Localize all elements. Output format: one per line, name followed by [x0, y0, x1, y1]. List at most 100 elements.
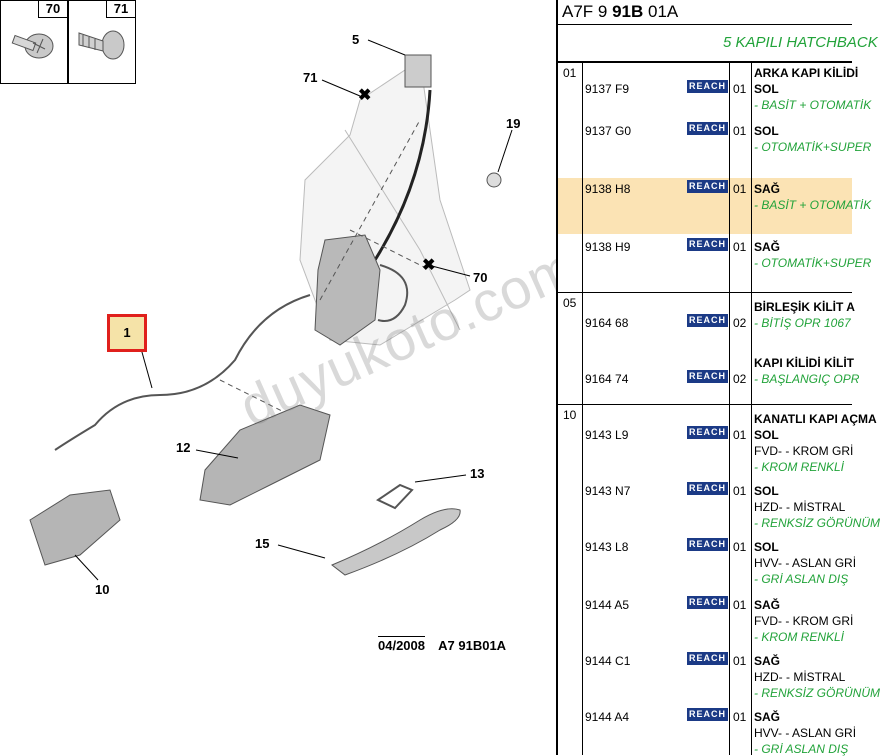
callout-71[interactable]: 71	[303, 70, 318, 85]
lock-body-shape	[314, 234, 381, 346]
part-number[interactable]: 9164 74	[585, 372, 629, 386]
part-description: - BASİT + OTOMATİK	[754, 98, 872, 112]
part-color-code: HVV- - ASLAN GRİ	[754, 556, 857, 570]
callout-12[interactable]: 12	[176, 440, 191, 455]
part-description: - BİTİŞ OPR 1067	[754, 316, 851, 330]
thumbnail-number: 71	[106, 1, 135, 18]
group-number: 01	[563, 66, 577, 80]
callout-5[interactable]: 5	[352, 32, 360, 47]
part-quantity: 01	[733, 82, 747, 96]
part-number[interactable]: 9137 G0	[585, 124, 632, 138]
part-description: - KROM RENKLİ	[754, 460, 845, 474]
part-quantity: 01	[733, 710, 747, 724]
reach-badge: REACH	[687, 426, 728, 439]
part-description: - KROM RENKLİ	[754, 630, 845, 644]
part-description: - OTOMATİK+SUPER	[754, 256, 872, 270]
part-quantity: 01	[733, 182, 747, 196]
part-description: - RENKSİZ GÖRÜNÜM	[754, 686, 880, 700]
thumbnail-number: 70	[38, 1, 67, 18]
outer-handle-part-15	[331, 508, 461, 576]
part-quantity: 01	[733, 124, 747, 138]
callout-1-highlighted[interactable]: 1	[107, 314, 147, 352]
part-quantity: 01	[733, 240, 747, 254]
part-color-code: FVD- - KROM GRİ	[754, 444, 854, 458]
part-side: SOL	[754, 82, 779, 96]
svg-text:✖: ✖	[422, 257, 435, 274]
cable-part-1	[54, 294, 311, 451]
diagram-code: A7 91B01A	[438, 638, 507, 653]
part-quantity: 01	[733, 484, 747, 498]
callout-15[interactable]: 15	[255, 536, 270, 551]
part-side: SOL	[754, 484, 779, 498]
part-group-title: KANATLI KAPI AÇMA	[754, 412, 877, 426]
part-description: - BASİT + OTOMATİK	[754, 198, 872, 212]
inner-handle-part-12	[199, 404, 331, 506]
panel-subheader: 5 KAPILI HATCHBACK	[558, 25, 878, 63]
part-number[interactable]: 9138 H8	[585, 182, 631, 196]
clip-icon	[78, 30, 125, 60]
part-number[interactable]: 9143 L8	[585, 540, 629, 554]
reach-badge: REACH	[687, 314, 728, 327]
part-number[interactable]: 9137 F9	[585, 82, 630, 96]
part-quantity: 02	[733, 372, 747, 386]
part-side: SOL	[754, 428, 779, 442]
thumbnail-70[interactable]: 70	[0, 0, 68, 84]
part-color-code: HVV- - ASLAN GRİ	[754, 726, 857, 740]
part-number[interactable]: 9138 H9	[585, 240, 631, 254]
part-number[interactable]: 9143 L9	[585, 428, 629, 442]
callout-13[interactable]: 13	[470, 466, 485, 481]
reach-badge: REACH	[687, 482, 728, 495]
part-description: - GRİ ASLAN DIŞ	[754, 742, 849, 756]
part-side: SAĞ	[754, 710, 781, 724]
group-number: 05	[563, 296, 577, 310]
reach-badge: REACH	[687, 180, 728, 193]
callout-19[interactable]: 19	[506, 116, 521, 131]
part-side: SAĞ	[754, 598, 781, 612]
part-description: - OTOMATİK+SUPER	[754, 140, 872, 154]
part-description: - GRİ ASLAN DIŞ	[754, 572, 849, 586]
part-number[interactable]: 9143 N7	[585, 484, 631, 498]
part-number[interactable]: 9164 68	[585, 316, 629, 330]
callout-10[interactable]: 10	[95, 582, 110, 597]
gasket-part-13	[375, 483, 414, 510]
part-color-code: HZD- - MİSTRAL	[754, 500, 846, 514]
screw-icon	[11, 33, 54, 59]
header-bold: 91B	[612, 2, 644, 21]
part-group-title: BİRLEŞİK KİLİT A	[754, 300, 855, 314]
group-number: 10	[563, 408, 577, 422]
part-description: - RENKSİZ GÖRÜNÜM	[754, 516, 880, 530]
parts-list-panel: A7F 9 91B 01A 5 KAPILI HATCHBACK 01 05 1…	[556, 0, 880, 756]
part-group-title: KAPI KİLİDİ KİLİT	[754, 356, 854, 370]
svg-text:✖: ✖	[358, 87, 371, 104]
part-side: SOL	[754, 540, 779, 554]
reach-badge: REACH	[687, 538, 728, 551]
reach-badge: REACH	[687, 80, 728, 93]
part-side: SOL	[754, 124, 779, 138]
reach-badge: REACH	[687, 370, 728, 383]
part-description: - BAŞLANGIÇ OPR	[754, 372, 860, 386]
thumbnail-71[interactable]: 71	[68, 0, 136, 84]
callout-70[interactable]: 70	[473, 270, 488, 285]
diagram-footer: 04/2008 A7 91B01A	[378, 636, 507, 653]
reach-badge: REACH	[687, 596, 728, 609]
part-number[interactable]: 9144 A4	[585, 710, 630, 724]
reach-badge: REACH	[687, 238, 728, 251]
part-side: SAĞ	[754, 240, 781, 254]
part-number[interactable]: 9144 C1	[585, 654, 631, 668]
panel-header: A7F 9 91B 01A	[558, 0, 852, 25]
part-side: SAĞ	[754, 182, 781, 196]
header-suffix: 01A	[643, 2, 679, 21]
part-group-title: ARKA KAPI KİLİDİ	[754, 66, 859, 80]
bracket-part-10	[29, 489, 121, 566]
part-quantity: 01	[733, 428, 747, 442]
part-side: SAĞ	[754, 654, 781, 668]
grommet-part-19	[486, 172, 502, 188]
part-quantity: 01	[733, 598, 747, 612]
part-quantity: 02	[733, 316, 747, 330]
part-quantity: 01	[733, 540, 747, 554]
part-number[interactable]: 9144 A5	[585, 598, 630, 612]
part-quantity: 01	[733, 654, 747, 668]
part-color-code: FVD- - KROM GRİ	[754, 614, 854, 628]
reach-badge: REACH	[687, 652, 728, 665]
reach-badge: REACH	[687, 122, 728, 135]
